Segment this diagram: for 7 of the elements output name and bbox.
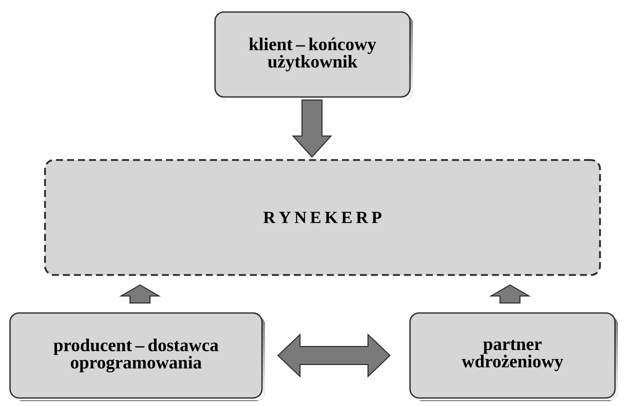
text-box: producent – dostawca oprogramowania (9, 312, 265, 401)
block-arrow (489, 284, 531, 304)
text-box: R Y N E K E R P (44, 159, 601, 276)
block-arrow (292, 100, 332, 158)
text-box: klient – końcowy użytkownik (214, 11, 413, 100)
text-box: partner wdrożeniowy (409, 312, 618, 401)
block-arrow (119, 284, 161, 304)
